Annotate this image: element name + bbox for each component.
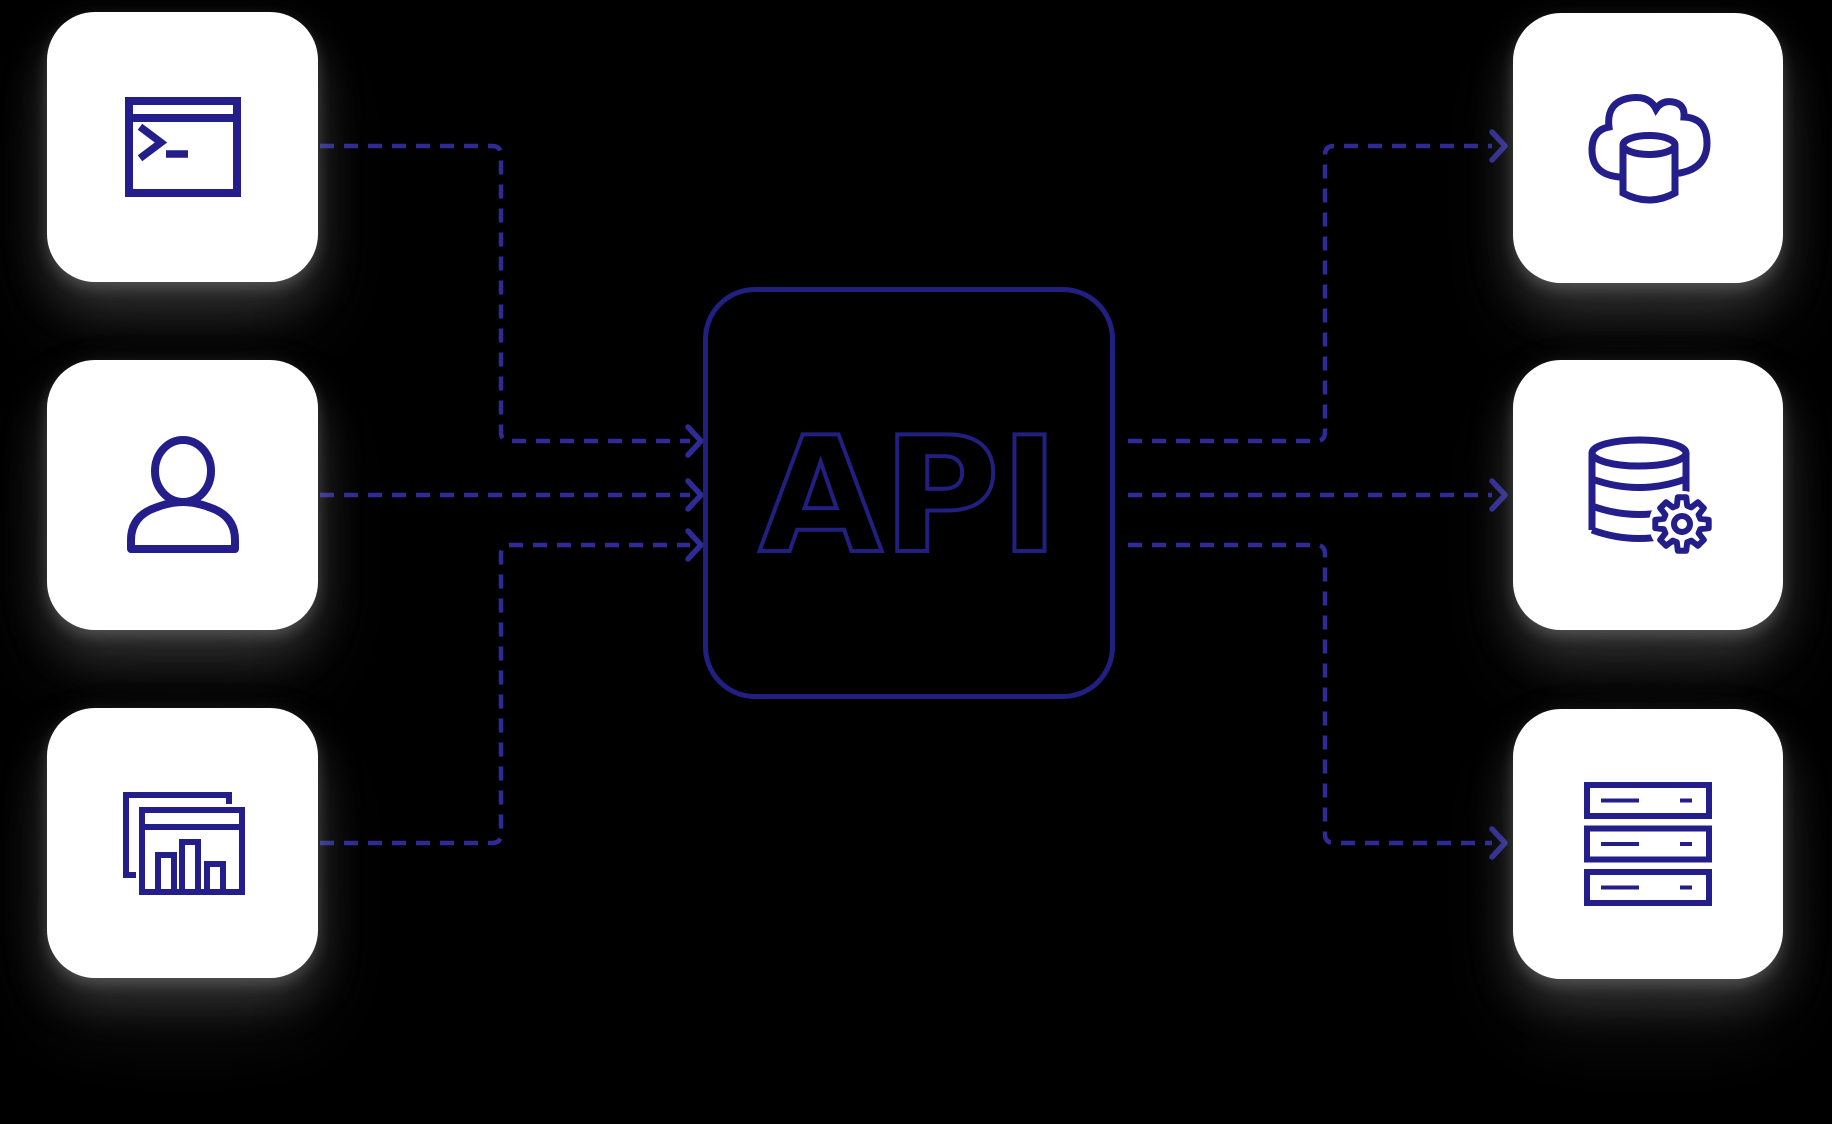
arrowhead-icon [685,478,704,512]
arrowhead-icon [1489,478,1508,512]
server-stack-icon [1584,782,1712,906]
connector-api-to-cloud-database [1128,129,1508,444]
node-terminal-client [47,12,318,282]
database-gear-icon [1588,436,1715,557]
node-analytics-client [47,708,318,978]
connector-analytics-to-api [320,528,704,846]
api-outline-text: API [757,413,1062,573]
api-node: API [703,287,1115,699]
browser-chart-icon [122,792,245,895]
connector-api-to-server-stack [1128,542,1508,860]
api-label: API [759,413,1060,573]
arrowhead-icon [685,424,704,458]
node-cloud-database [1513,13,1783,283]
node-user-client [47,360,318,630]
connector-api-to-database-services [1128,478,1508,512]
arrowhead-icon [1489,129,1508,163]
node-server-stack [1513,709,1783,979]
connector-terminal-to-api [320,143,704,458]
node-database-services [1513,360,1783,630]
terminal-window-icon [124,97,241,197]
user-icon [126,436,239,553]
arrowhead-icon [685,528,704,562]
arrowhead-icon [1489,826,1508,860]
connector-user-to-api [320,478,704,512]
cloud-database-icon [1588,94,1711,204]
